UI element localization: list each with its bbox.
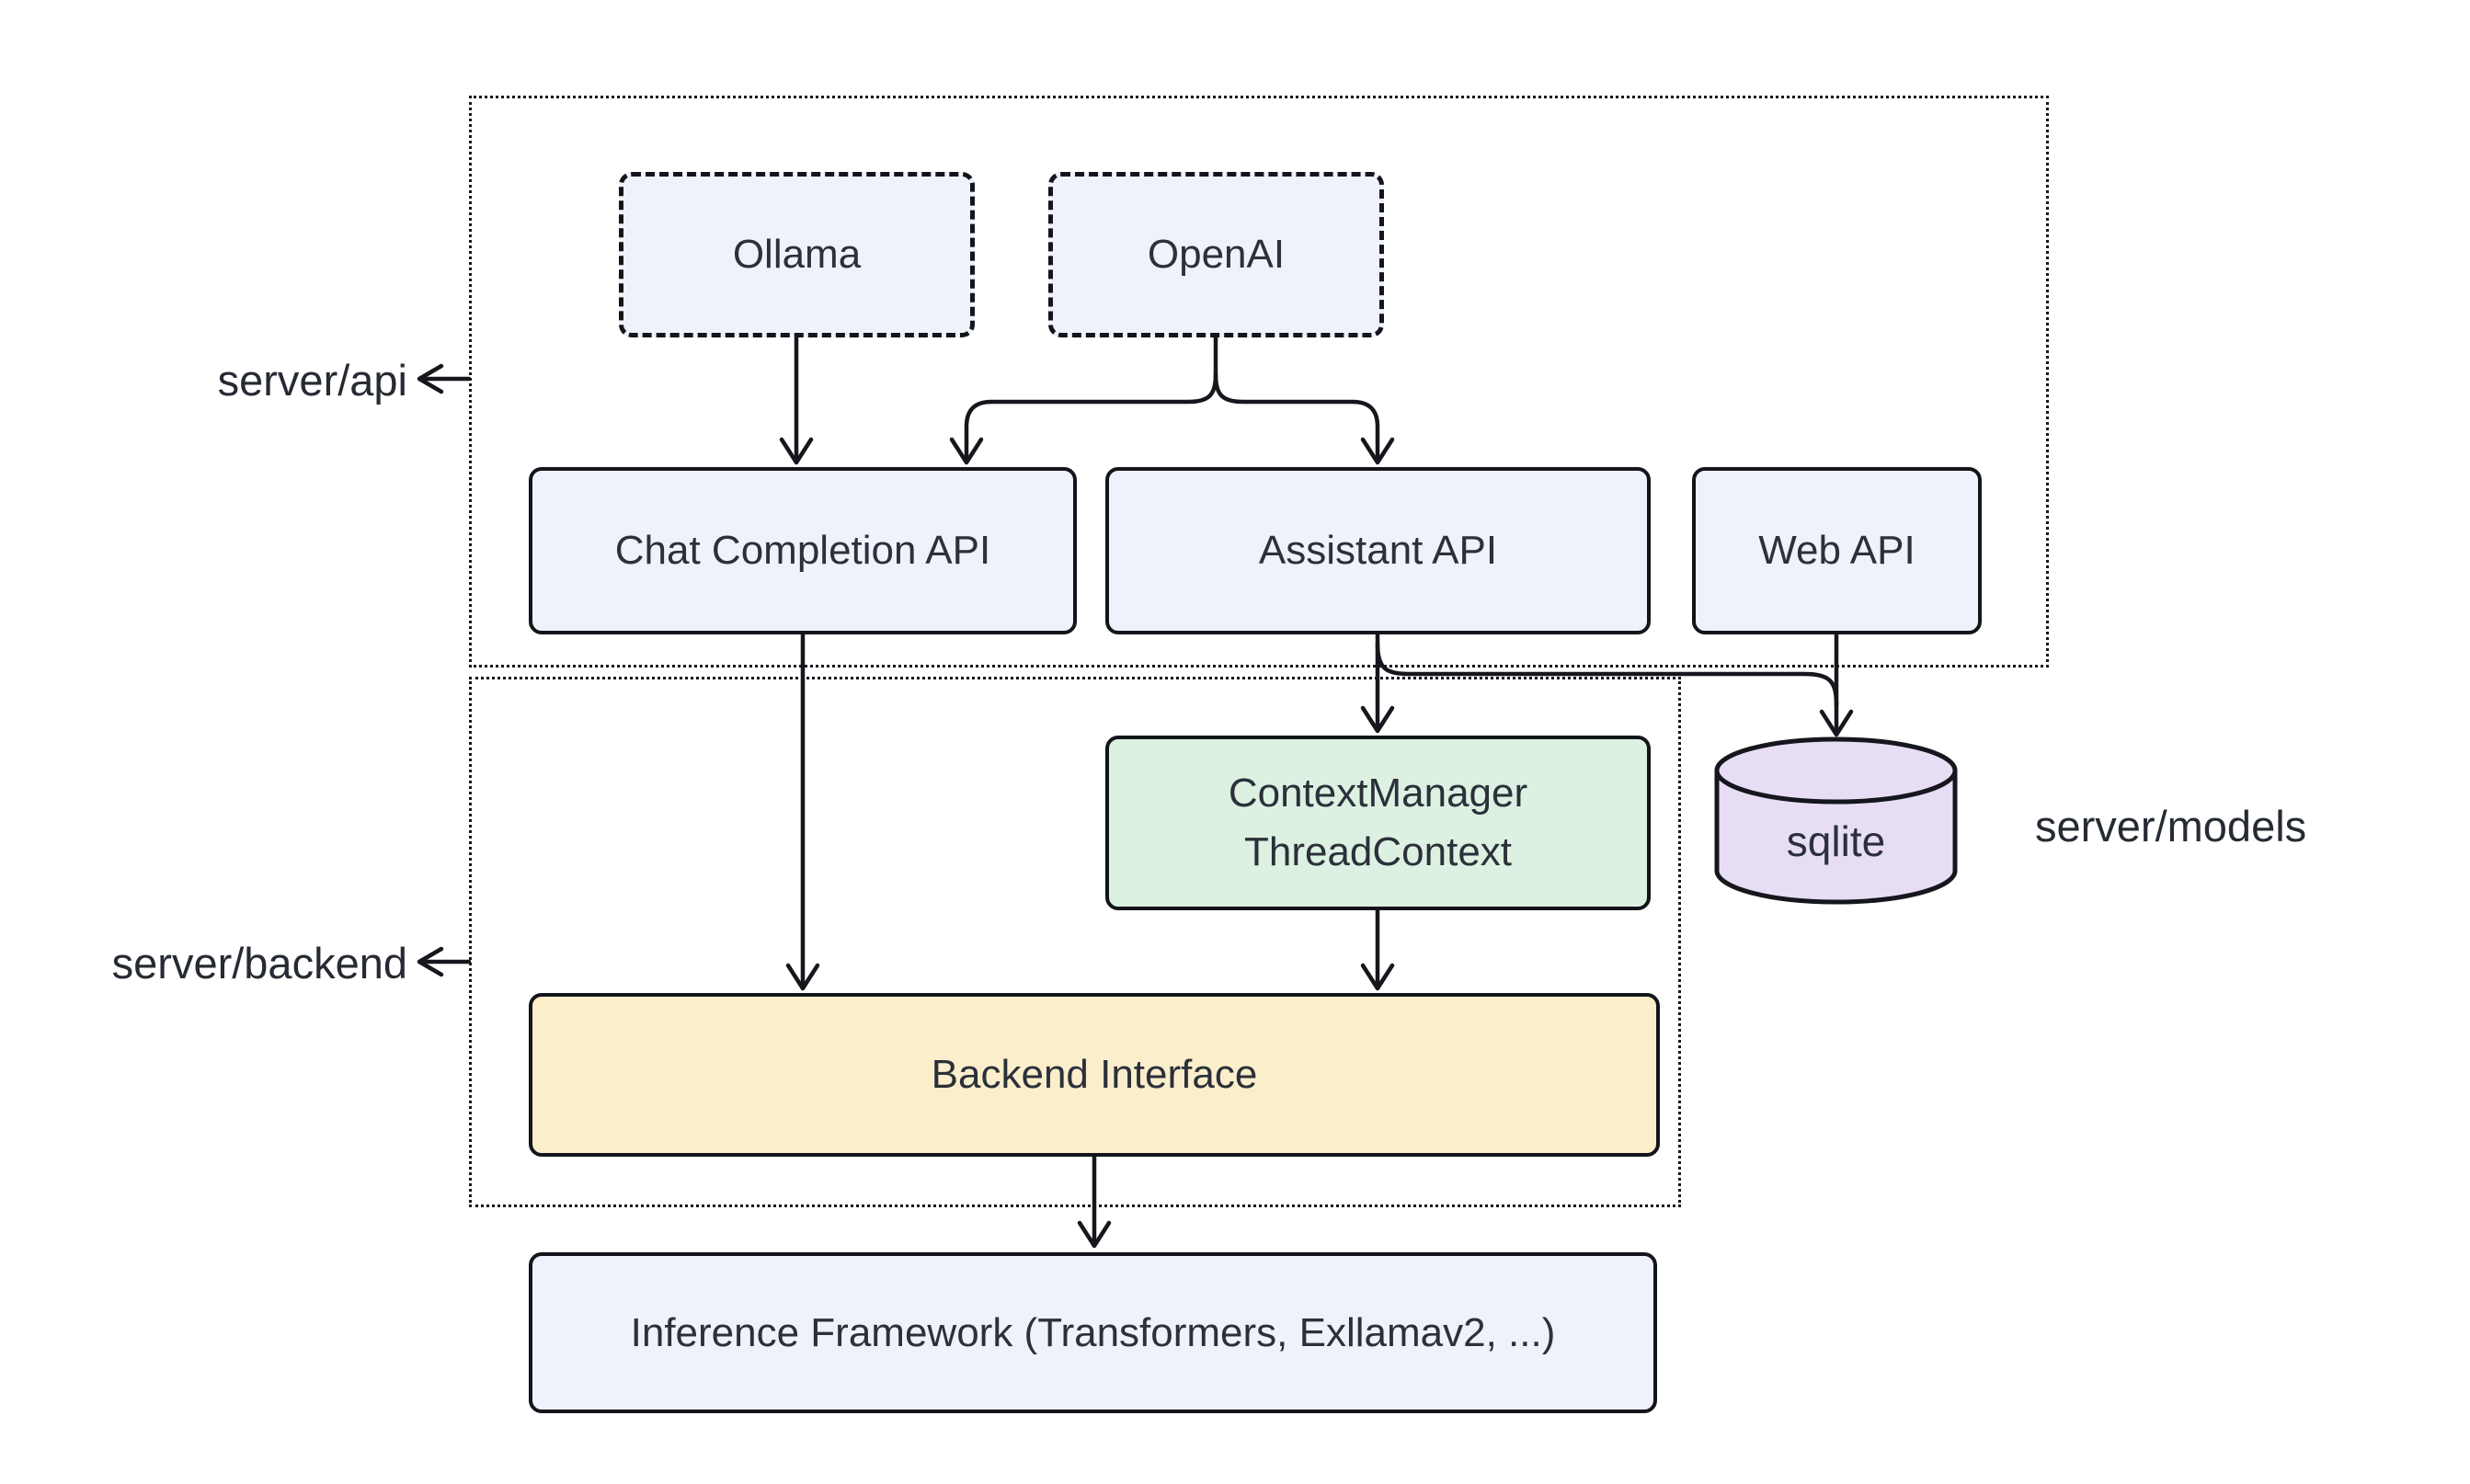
sqlite-cylinder (1714, 736, 1958, 905)
container-server-api (469, 96, 2049, 668)
node-web-api-label: Web API (1758, 528, 1915, 574)
edge-web-to-sqlite (1819, 632, 1854, 737)
server-api-label-arrow (417, 363, 472, 394)
node-context-manager: ContextManager ThreadContext (1105, 736, 1651, 910)
server-backend-label-arrow (417, 946, 472, 977)
node-openai: OpenAI (1048, 172, 1384, 337)
container-server-backend (469, 677, 1681, 1207)
label-server-api: server/api (217, 356, 407, 405)
label-server-models: server/models (2035, 802, 2307, 850)
node-inference-framework-label: Inference Framework (Transformers, Exlla… (630, 1309, 1556, 1355)
edge-assistant-to-sqlite (1375, 641, 1839, 708)
edge-chat-to-backend (785, 632, 820, 991)
node-chat-completion-api: Chat Completion API (529, 467, 1077, 634)
node-web-api: Web API (1692, 467, 1982, 634)
node-chat-completion-api-label: Chat Completion API (614, 528, 991, 574)
node-ollama: Ollama (619, 172, 975, 337)
node-backend-interface-label: Backend Interface (931, 1052, 1258, 1098)
node-inference-framework: Inference Framework (Transformers, Exlla… (529, 1252, 1657, 1413)
node-backend-interface: Backend Interface (529, 993, 1660, 1157)
edge-openai-split (949, 335, 1395, 465)
node-openai-label: OpenAI (1147, 232, 1286, 278)
edge-ollama-to-chat (779, 335, 814, 465)
node-assistant-api: Assistant API (1105, 467, 1651, 634)
node-assistant-api-label: Assistant API (1258, 528, 1498, 574)
node-context-manager-label-line2: ThreadContext (1243, 829, 1513, 874)
node-sqlite-label: sqlite (1786, 817, 1886, 865)
node-ollama-label: Ollama (732, 232, 862, 278)
label-server-backend: server/backend (111, 939, 407, 987)
node-context-manager-label-line1: ContextManager (1228, 771, 1528, 816)
edge-backend-to-inference (1077, 1154, 1112, 1249)
edge-context-to-backend (1360, 908, 1395, 991)
